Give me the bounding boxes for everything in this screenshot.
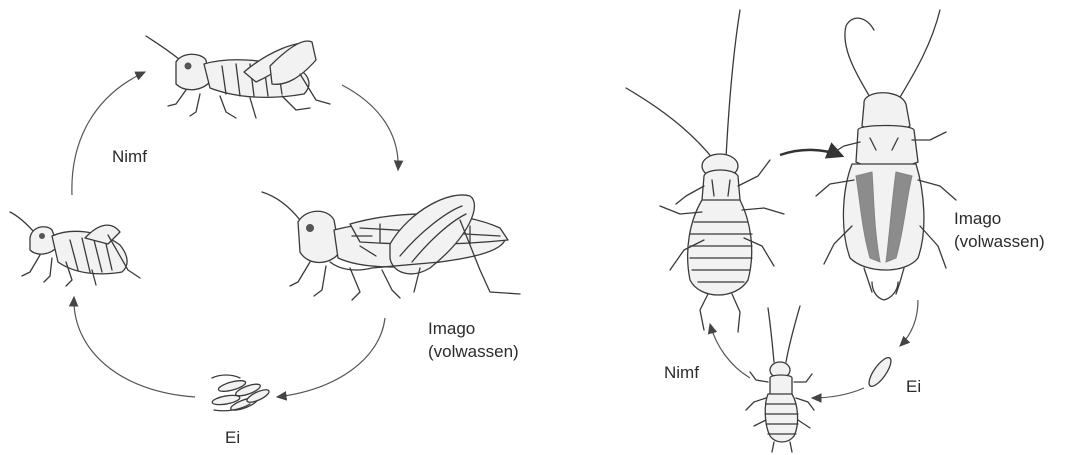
earwig-egg-label: Ei: [906, 376, 921, 398]
grasshopper-adult-sublabel: (volwassen): [428, 341, 519, 363]
arrow-nymph-to-adult: [342, 85, 398, 170]
arrow-nymph-to-nymph: [72, 72, 145, 195]
grasshopper-nymph-illustration: [146, 36, 330, 118]
arrow-earwig-young-to-nymph: [710, 324, 750, 378]
grasshopper-eggs-illustration: [212, 375, 271, 413]
grasshopper-adult-label: Imago: [428, 318, 475, 340]
earwig-nymph-label: Nimf: [664, 362, 699, 384]
earwig-young-nymph-illustration: [746, 306, 814, 452]
arrow-earwig-egg-to-nymph: [812, 388, 864, 398]
grasshopper-small-nymph-illustration: [10, 212, 140, 286]
earwig-adult-label: Imago: [954, 208, 1001, 230]
earwig-adult-sublabel: (volwassen): [954, 231, 1045, 253]
arrow-adult-to-egg: [277, 318, 385, 397]
arrow-egg-to-nymph: [74, 297, 195, 397]
earwig-egg-illustration: [865, 355, 894, 390]
grasshopper-nymph-label: Nimf: [112, 146, 147, 168]
grasshopper-egg-label: Ei: [225, 427, 240, 449]
grasshopper-adult-illustration: [262, 192, 520, 300]
arrow-earwig-adult-to-egg: [900, 300, 918, 346]
earwig-nymph-illustration: [626, 10, 784, 332]
